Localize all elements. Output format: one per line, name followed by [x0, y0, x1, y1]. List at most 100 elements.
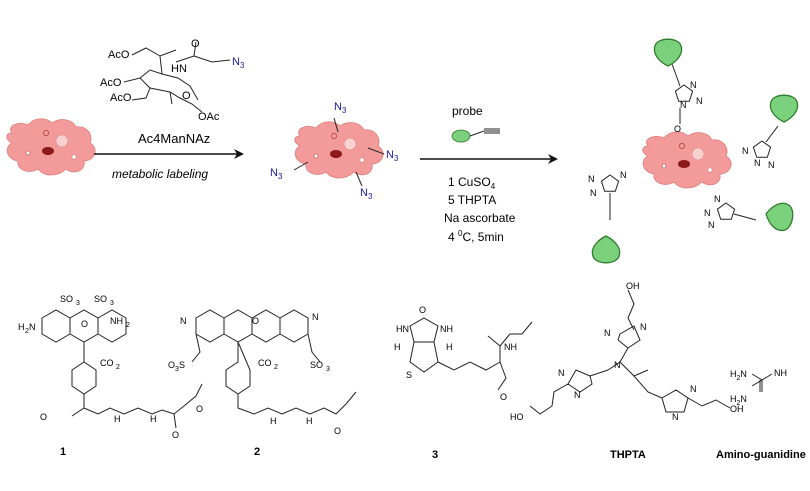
svg-text:N: N [768, 160, 775, 170]
svg-text:H2N: H2N [730, 394, 747, 407]
azide-label-bottom: N3 [360, 187, 373, 201]
svg-text:N: N [574, 390, 581, 400]
svg-text:SO: SO [94, 294, 107, 304]
svg-text:NH: NH [504, 342, 517, 352]
svg-text:HN: HN [396, 324, 409, 334]
svg-text:3: 3 [76, 300, 80, 307]
oac-label: OAc [198, 111, 220, 123]
svg-text:SO: SO [60, 294, 73, 304]
sugar-azide-label: N3 [232, 56, 245, 70]
svg-text:NH: NH [440, 324, 453, 334]
thpta-structure: OH N N N N N N N HO OH [510, 281, 744, 422]
svg-text:OH: OH [626, 281, 640, 291]
svg-text:2: 2 [126, 322, 130, 329]
condition-cuso4: 1 CuSO4 [448, 175, 496, 191]
svg-text:3: 3 [110, 300, 114, 307]
svg-text:O: O [81, 319, 88, 329]
svg-text:N: N [614, 360, 621, 370]
alkyne-probe [451, 128, 500, 143]
compound-2-label: 2 [254, 446, 260, 458]
condition-temp: 4 0C, 5min [448, 229, 504, 244]
svg-text:N: N [558, 368, 565, 378]
svg-text:O: O [172, 430, 179, 440]
svg-text:O: O [252, 316, 259, 326]
svg-text:S: S [406, 370, 412, 380]
svg-text:O: O [500, 392, 507, 402]
aco-label-3: AcO [110, 92, 132, 104]
compound-3-structure: O HN NH H H S NH O [394, 305, 533, 402]
svg-text:N: N [742, 146, 749, 156]
svg-text:N: N [704, 208, 711, 218]
svg-text:OH: OH [730, 404, 744, 414]
svg-text:N: N [690, 384, 697, 394]
svg-text:H: H [150, 414, 157, 424]
reagent-label: Ac4ManNAz [138, 131, 210, 146]
svg-text:N: N [604, 328, 611, 338]
aminoguanidine-structure: H2N NH H2N [730, 368, 787, 407]
svg-text:2: 2 [116, 364, 120, 371]
probe-blob-left [591, 235, 621, 264]
probe-blob-right [769, 94, 799, 123]
svg-text:2: 2 [274, 364, 278, 371]
svg-text:N: N [690, 80, 697, 90]
svg-text:CO: CO [258, 358, 272, 368]
svg-text:N: N [754, 158, 761, 168]
svg-text:SO: SO [310, 360, 323, 370]
svg-text:N: N [708, 220, 715, 230]
aco-label-2: AcO [100, 77, 122, 89]
svg-text:H: H [18, 322, 25, 332]
svg-text:3: 3 [326, 366, 330, 373]
svg-text:N: N [640, 322, 647, 332]
azide-label-top: N3 [334, 101, 347, 115]
thpta-label: THPTA [610, 449, 646, 461]
svg-text:O: O [419, 305, 426, 315]
svg-text:O: O [334, 426, 341, 436]
condition-thpta: 5 THPTA [448, 193, 496, 207]
svg-text:O: O [196, 404, 203, 414]
condition-ascorbate: Na ascorbate [444, 211, 516, 225]
svg-text:N: N [696, 96, 703, 106]
svg-text:N: N [620, 170, 627, 180]
triazole-right: N N N [742, 125, 779, 170]
compound-1-label: 1 [60, 446, 66, 458]
compound-3-label: 3 [432, 449, 438, 461]
probe-label: probe [452, 104, 483, 118]
triazole-bottom: N N N [704, 194, 757, 230]
svg-text:H2N: H2N [730, 369, 747, 382]
svg-text:3: 3 [175, 366, 179, 373]
svg-text:H: H [270, 416, 277, 426]
triazole-top: N N N O [671, 63, 703, 134]
svg-text:O: O [674, 124, 681, 134]
hn-label: HN [171, 63, 187, 75]
metabolic-labeling-label: metabolic labeling [112, 167, 208, 181]
svg-text:H: H [306, 416, 313, 426]
svg-text:2: 2 [25, 328, 29, 335]
unlabeled-cell [6, 118, 96, 176]
svg-text:N: N [590, 188, 597, 198]
ac4mannaz-structure: AcO AcO AcO OAc HN O O N3 [100, 38, 245, 123]
probe-blob-bottom [762, 199, 796, 233]
svg-text:H: H [394, 342, 401, 352]
svg-text:N: N [29, 322, 36, 332]
azide-label-right: N3 [386, 149, 399, 163]
svg-text:N: N [672, 412, 679, 422]
ring-oxygen-label: O [182, 90, 191, 102]
probe-blob-top [653, 38, 683, 67]
azide-label-left: N3 [270, 167, 283, 181]
aco-label-1: AcO [108, 49, 130, 61]
svg-text:O: O [40, 412, 47, 422]
triazole-left: N N N [588, 170, 627, 220]
svg-text:S: S [179, 360, 185, 370]
svg-text:N: N [680, 100, 687, 110]
probe-labeled-cell [642, 131, 732, 189]
svg-text:N: N [588, 174, 595, 184]
svg-text:N: N [180, 316, 187, 326]
svg-text:NH: NH [110, 316, 123, 326]
svg-text:H: H [114, 414, 121, 424]
aminoguanidine-label: Amino-guanidine [716, 449, 806, 461]
svg-text:N: N [312, 312, 319, 322]
svg-text:O: O [168, 360, 175, 370]
